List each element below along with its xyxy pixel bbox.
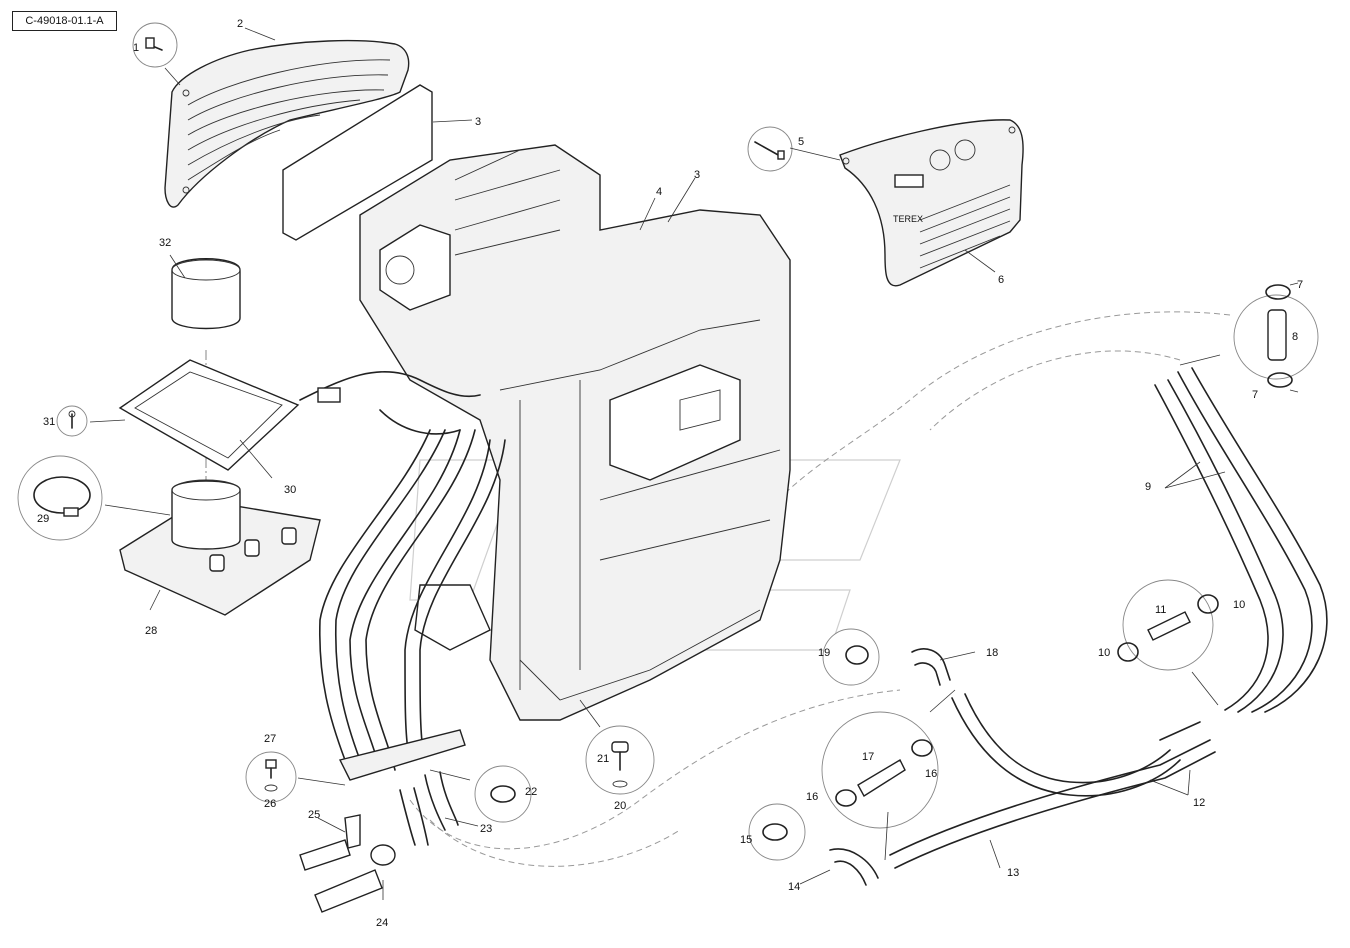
callout-18: 18: [986, 647, 998, 659]
callout-numbers: 1 2 3 3 4 5 6 7 8 7 9 10 11 10 12 13 14 …: [37, 18, 1303, 929]
control-panel: TEREX: [839, 119, 1024, 287]
elbow-hose-18: [911, 648, 951, 686]
callout-28: 28: [145, 625, 157, 637]
hose-clamp-22: [474, 765, 532, 823]
callout-11: 11: [1155, 604, 1166, 616]
callout-32: 32: [159, 237, 171, 249]
callout-30: 30: [284, 484, 296, 496]
long-hose-9: [1154, 367, 1328, 713]
callout-16-right: 16: [925, 768, 937, 780]
callout-10-left: 10: [1098, 647, 1110, 659]
connector-group-10-11: [1117, 579, 1219, 671]
callout-10-right: 10: [1233, 599, 1245, 611]
fitting-24: [314, 844, 396, 913]
bolt-and-washer-27-26: [245, 751, 297, 803]
callout-25: 25: [308, 809, 320, 821]
gasket-screw: [56, 405, 88, 437]
bolt-and-washer-21-20: [585, 725, 655, 795]
leader-lines: [89, 27, 1299, 900]
cable-tie: [17, 455, 103, 541]
gasket-frame: [118, 359, 300, 471]
callout-17: 17: [862, 751, 874, 763]
callout-16-left: 16: [806, 791, 818, 803]
callout-6: 6: [998, 274, 1004, 286]
hose-13: [889, 739, 1216, 869]
callout-3-left: 3: [475, 116, 481, 128]
callout-13: 13: [1007, 867, 1019, 879]
callout-22: 22: [525, 786, 537, 798]
callout-14: 14: [788, 881, 800, 893]
hose-23: [399, 771, 459, 846]
callout-29: 29: [37, 513, 49, 525]
callout-7-top: 7: [1297, 279, 1303, 291]
callout-5: 5: [798, 136, 804, 148]
callout-12: 12: [1193, 797, 1205, 809]
callout-20: 20: [614, 800, 626, 812]
elbow-hose-14: [829, 848, 879, 886]
hose-clamp-15: [748, 803, 806, 861]
callout-19: 19: [818, 647, 830, 659]
hvac-unit-housing: [299, 144, 791, 721]
callout-26: 26: [264, 798, 276, 810]
callout-1: 1: [133, 42, 139, 54]
hose-clamp-19: [822, 628, 880, 686]
callout-23: 23: [480, 823, 492, 835]
foam-sleeve: [171, 258, 241, 330]
callout-15: 15: [740, 834, 752, 846]
callout-3-right: 3: [694, 169, 700, 181]
callout-9: 9: [1145, 481, 1151, 493]
base-plate-with-duct: [119, 479, 321, 616]
callout-31: 31: [43, 416, 55, 428]
panel-brand-text: TEREX: [893, 214, 923, 224]
filter-pad-left: [282, 84, 433, 241]
fitting-25: [299, 814, 361, 871]
connector-group-7-8: [1233, 284, 1319, 388]
drawing-reference-code: C-49018-01.1-A: [12, 11, 117, 31]
grille-screw: [132, 22, 178, 68]
panel-screw: [747, 126, 793, 172]
hose-12: [951, 693, 1201, 797]
front-grille: [164, 39, 410, 208]
connector-group-16-17: [821, 711, 939, 829]
callout-7-bottom: 7: [1252, 389, 1258, 401]
unit-coolant-hoses: [318, 429, 506, 781]
callout-4: 4: [656, 186, 662, 198]
callout-24: 24: [376, 917, 388, 929]
callout-8: 8: [1292, 331, 1298, 343]
callout-21: 21: [597, 753, 609, 765]
callout-27: 27: [264, 733, 276, 745]
callout-2: 2: [237, 18, 243, 30]
